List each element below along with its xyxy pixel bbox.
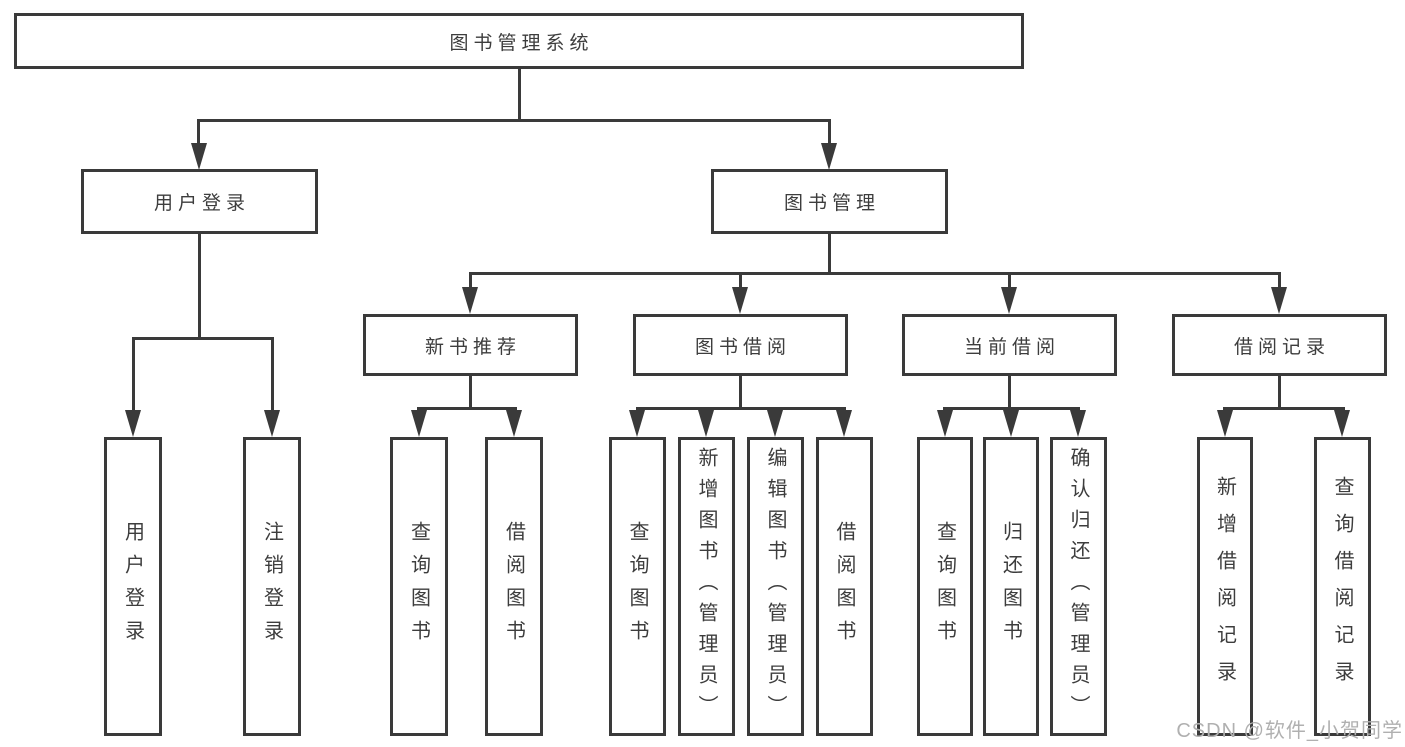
node-leaf-return-books-label: 归还图书 [999,520,1022,653]
arrow-down-icon [821,143,837,170]
node-leaf-borrow-books-borrowing-label: 借阅图书 [833,520,855,653]
node-leaf-add-books-admin-label: 新增图书（管理员） [695,447,717,726]
node-leaf-query-books-recommend-label: 查询图书 [407,520,430,653]
node-current-borrowing: 当前借阅 [902,314,1117,376]
arrow-down-icon [411,410,427,437]
node-leaf-logout: 注销登录 [243,437,301,736]
node-borrowing-records-label: 借阅记录 [1233,336,1330,358]
node-leaf-query-books-recommend: 查询图书 [390,437,448,736]
arrow-down-icon [1070,410,1086,437]
edge-new-book-recommend-stem-line [469,376,472,410]
arrow-down-icon [1334,410,1350,437]
edge-root-branch-line [197,119,831,122]
arrow-down-icon [1003,410,1019,437]
node-leaf-edit-books-admin-label: 编辑图书（管理员） [764,447,786,726]
node-book-management: 图书管理 [711,169,948,234]
node-leaf-add-books-admin: 新增图书（管理员） [678,437,735,736]
edge-to-current-borrowing-line [1008,272,1011,290]
edge-book-borrowing-branch-line [636,407,846,410]
arrow-down-icon [629,410,645,437]
watermark-text: CSDN @软件_小贺同学 [1176,720,1403,742]
node-user-login-label: 用户登录 [153,193,250,214]
edge-borrowing-records-branch-line [1223,407,1345,410]
edge-root-to-book-management-line [828,119,831,146]
edge-current-borrowing-branch-line [943,407,1080,410]
edge-to-new-book-recommend-line [469,272,472,290]
arrow-down-icon [698,410,714,437]
arrow-down-icon [1271,287,1287,314]
node-leaf-return-books: 归还图书 [983,437,1039,736]
edge-to-borrowing-records-line [1278,272,1281,290]
edge-user-login-branch-line [132,337,274,340]
node-leaf-borrow-books-recommend-label: 借阅图书 [502,520,525,653]
arrow-down-icon [506,410,522,437]
node-book-borrowing-label: 图书借阅 [694,336,791,358]
arrow-down-icon [191,143,207,170]
node-book-borrowing: 图书借阅 [633,314,848,376]
node-leaf-confirm-return-admin: 确认归还（管理员） [1050,437,1107,736]
node-new-book-recommend: 新书推荐 [363,314,578,376]
node-leaf-add-borrow-record: 新增借阅记录 [1197,437,1253,736]
node-borrowing-records: 借阅记录 [1172,314,1387,376]
arrow-down-icon [1217,410,1233,437]
node-leaf-query-books-current: 查询图书 [917,437,973,736]
edge-root-to-user-login-line [197,119,200,146]
edge-root-stem-line [518,69,521,119]
arrow-down-icon [836,410,852,437]
node-root-label: 图书管理系统 [449,32,594,54]
edge-to-leaf-logout-line [271,337,274,412]
edge-to-leaf-user-login-line [132,337,135,412]
arrow-down-icon [937,410,953,437]
node-leaf-query-books-borrowing-label: 查询图书 [626,520,648,653]
node-leaf-query-borrow-record-label: 查询借阅记录 [1331,475,1353,698]
node-leaf-borrow-books-recommend: 借阅图书 [485,437,543,736]
node-leaf-borrow-books-borrowing: 借阅图书 [816,437,873,736]
arrow-down-icon [767,410,783,437]
edge-book-management-branch-line [469,272,1281,275]
node-current-borrowing-label: 当前借阅 [963,336,1060,358]
node-leaf-query-books-borrowing: 查询图书 [609,437,666,736]
node-book-management-label: 图书管理 [783,193,880,214]
node-leaf-query-books-current-label: 查询图书 [933,520,956,653]
edge-book-borrowing-stem-line [739,376,742,410]
node-new-book-recommend-label: 新书推荐 [424,336,521,358]
edge-new-book-recommend-branch-line [417,407,517,410]
edge-book-management-stem-line [828,234,831,272]
arrow-down-icon [1001,287,1017,314]
arrow-down-icon [462,287,478,314]
node-user-login: 用户登录 [81,169,318,234]
node-leaf-query-borrow-record: 查询借阅记录 [1314,437,1371,736]
node-leaf-logout-label: 注销登录 [260,520,283,653]
node-leaf-confirm-return-admin-label: 确认归还（管理员） [1067,447,1089,726]
node-root: 图书管理系统 [14,13,1024,69]
arrow-down-icon [732,287,748,314]
arrow-down-icon [264,410,280,437]
arrow-down-icon [125,410,141,437]
node-leaf-add-borrow-record-label: 新增借阅记录 [1213,475,1236,698]
node-leaf-edit-books-admin: 编辑图书（管理员） [747,437,804,736]
edge-to-book-borrowing-line [739,272,742,290]
node-leaf-user-login-label: 用户登录 [121,520,144,653]
node-leaf-user-login: 用户登录 [104,437,162,736]
edge-current-borrowing-stem-line [1008,376,1011,410]
edge-user-login-stem-line [198,234,201,337]
edge-borrowing-records-stem-line [1278,376,1281,410]
